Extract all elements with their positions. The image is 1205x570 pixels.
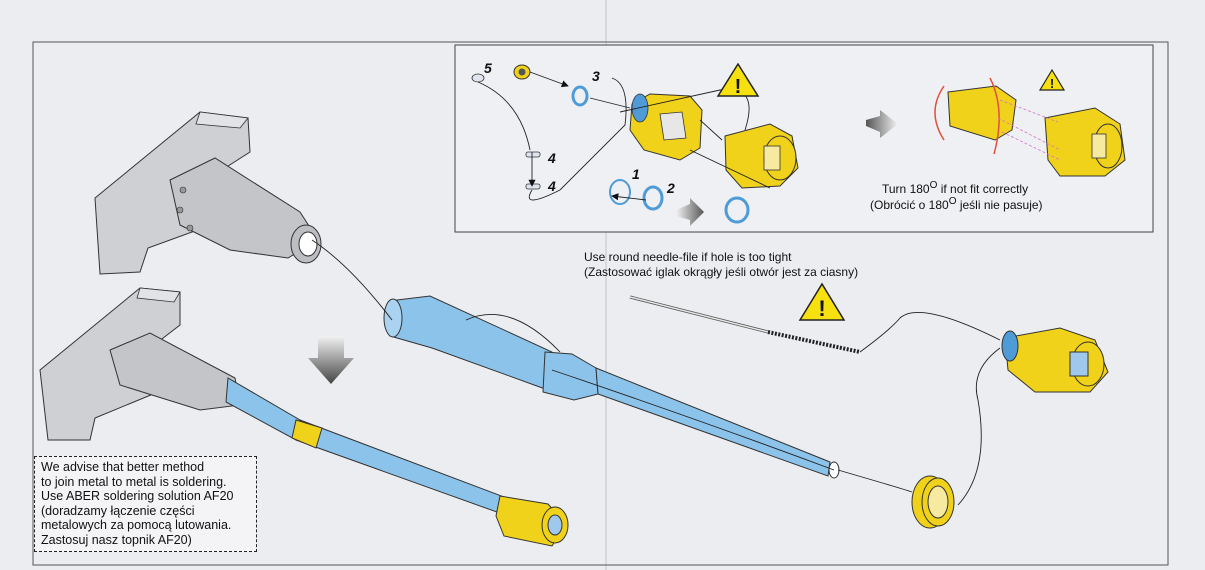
svg-text:!: !	[1050, 76, 1054, 91]
needle-note-line1: Use round needle-file if hole is too tig…	[584, 250, 792, 264]
part-number-4-a: 4	[548, 150, 556, 166]
muzzle-brake-front	[629, 93, 703, 161]
part-2-ring	[642, 185, 664, 211]
svg-text:!: !	[818, 296, 825, 321]
part-number-3: 3	[592, 68, 600, 84]
solder-note-line: metalowych za pomocą lutowania.	[41, 518, 232, 533]
solder-note-line: Use ABER soldering solution AF20	[41, 489, 234, 504]
spare-ring	[724, 196, 750, 224]
muzzle-brake-rotation-view	[934, 77, 1126, 177]
turn-note-line2: (Obrócić o 180O jeśli nie pasuje)	[870, 196, 1043, 212]
svg-text:!: !	[735, 76, 742, 98]
outer-frame	[32, 41, 1169, 566]
needle-note-line2: (Zastosować iglak okrągły jeśli otwór je…	[584, 265, 859, 279]
right-arrow-icon	[676, 198, 704, 226]
part-number-5: 5	[484, 60, 492, 76]
ring-part	[911, 475, 955, 529]
needle-file	[629, 295, 861, 354]
solder-note: We advise that better method to join met…	[34, 456, 257, 552]
left-arrow-icon	[866, 110, 898, 138]
barrel-part	[383, 295, 840, 479]
part-number-2: 2	[667, 180, 675, 196]
solder-note-line: to join metal to metal is soldering.	[41, 474, 227, 489]
warning-icon-inset-large: !	[716, 62, 760, 98]
assembled-muzzle-brake	[495, 495, 569, 547]
muzzle-brake-rear	[724, 123, 799, 189]
inset-box	[454, 44, 1154, 233]
part-3-ring	[571, 85, 589, 107]
assembly-lines	[311, 239, 1001, 506]
part-1-ring	[609, 179, 631, 205]
warning-icon-inset-small: !	[1038, 68, 1066, 91]
turn-note-line1: Turn 180O if not fit correctly	[882, 180, 1029, 196]
solder-note-line: Zastosuj nasz topnik AF20)	[41, 532, 192, 547]
warning-icon-needle: !	[798, 282, 846, 321]
muzzle-brake-right	[1001, 327, 1109, 393]
part-number-4-b: 4	[548, 178, 556, 194]
small-cap-part	[513, 64, 531, 80]
inset-assembly-lines	[477, 71, 771, 201]
upper-gun-mount	[94, 111, 322, 275]
part-5	[471, 73, 485, 83]
assembled-barrel	[225, 377, 513, 517]
lower-gun-mount	[39, 287, 241, 441]
solder-note-line: (doradzamy łączenie części	[41, 503, 195, 518]
part-number-1: 1	[632, 166, 640, 182]
down-arrow-icon	[308, 336, 354, 384]
solder-note-line: We advise that better method	[41, 460, 205, 474]
